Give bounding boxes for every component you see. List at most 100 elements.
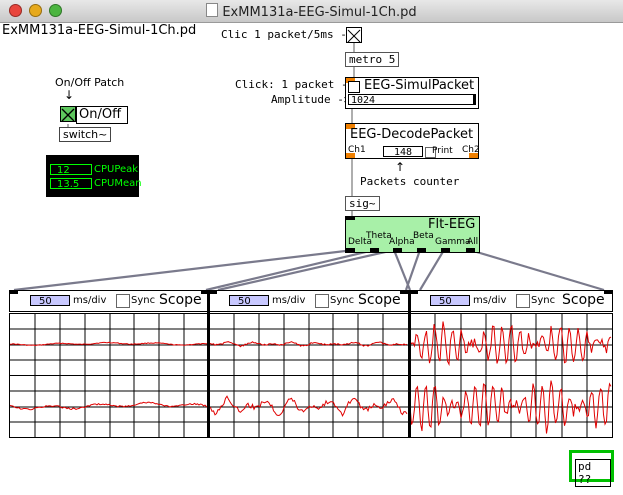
ms-div-label: ms/div (73, 295, 107, 306)
sync-toggle[interactable] (116, 294, 130, 308)
eeg-simul-packet: EEG-SimulPacket 1024 (345, 77, 479, 109)
scope-display-bottom (208, 375, 409, 438)
print-toggle[interactable] (425, 147, 436, 158)
sync-toggle[interactable] (315, 294, 329, 308)
beta-label: Beta (413, 231, 434, 241)
ms-div-value: 50 (39, 296, 52, 307)
sync-toggle[interactable] (516, 294, 530, 308)
scope-title: Scope (159, 292, 202, 308)
all-label: All (467, 237, 479, 247)
outlet-all (466, 248, 475, 252)
decode-title: EEG-DecodePacket (350, 127, 474, 142)
scope-display-top (9, 313, 210, 376)
sync-label: Sync (531, 295, 556, 306)
scope-inlet (209, 290, 217, 294)
scope-separator (408, 290, 411, 437)
amplitude-slider[interactable]: 1024 (348, 94, 474, 106)
simul-inlet (346, 78, 355, 83)
decode-outlet-2 (469, 153, 478, 158)
scope-header: 50 ms/div Sync Scope (409, 290, 613, 312)
slider-knob[interactable] (473, 94, 476, 105)
filter-to-scope-cords (13, 248, 605, 292)
ms-div-value: 50 (439, 296, 452, 307)
up-arrow-icon: ↑ (395, 160, 406, 174)
outlet-theta (370, 248, 379, 252)
scope-grid (209, 376, 408, 437)
onoff-label: On/Off (76, 106, 128, 124)
scope-grid (209, 314, 408, 375)
document-icon (206, 3, 219, 17)
sync-label: Sync (131, 295, 156, 306)
pd-subpatch-label: pd ?? (575, 459, 611, 487)
scope-separator (207, 290, 210, 437)
scope-inlet-right (400, 290, 408, 294)
switch-object[interactable]: switch~ (59, 127, 112, 142)
scope-grid (10, 376, 209, 437)
amplitude-label: Amplitude -> (271, 93, 351, 106)
metro-object[interactable]: metro 5 (345, 52, 400, 67)
sig-object[interactable]: sig~ (345, 196, 380, 211)
scope-grid (10, 314, 209, 375)
gamma-label: Gamma (435, 237, 471, 247)
x-mark-icon (61, 108, 75, 122)
decode-outlet-1 (346, 153, 355, 158)
amplitude-value: 1024 (351, 95, 376, 106)
down-arrow-icon: ↓ (64, 88, 75, 102)
ms-div-label: ms/div (272, 295, 306, 306)
outlet-beta (417, 248, 426, 252)
x-mark-icon (347, 29, 361, 43)
click-packet-label: Click: 1 packet -> (235, 78, 355, 91)
alpha-label: Alpha (389, 237, 415, 247)
scope-inlet (10, 290, 18, 294)
flt-eeg-filter: Flt-EEG Delta Theta Alpha Beta Gamma All (345, 216, 480, 253)
filter-inlet (346, 217, 355, 220)
window-title: ExMM131a-EEG-Simul-1Ch.pd (0, 3, 623, 20)
cpu-peak-label: CPUPeak (94, 164, 139, 175)
minimize-window-button[interactable] (29, 4, 42, 17)
ch2-label: Ch2 (462, 145, 480, 155)
onoff-toggle[interactable] (60, 106, 76, 122)
scope-inlet-right (201, 290, 209, 294)
packet-count-number[interactable]: 148 (383, 146, 423, 158)
packet-count-value: 148 (394, 147, 413, 158)
zoom-window-button[interactable] (49, 4, 62, 17)
ch1-label: Ch1 (348, 145, 366, 155)
scope-display-bottom (9, 375, 210, 438)
ms-div-value: 50 (238, 296, 251, 307)
scope-inlet (410, 290, 418, 294)
bang-toggle[interactable] (346, 27, 362, 43)
packet-bang-button[interactable] (348, 81, 360, 93)
eeg-decode-packet: EEG-DecodePacket Ch1 Ch2 148 Print (345, 123, 480, 159)
sync-label: Sync (330, 295, 355, 306)
ms-div-label: ms/div (473, 295, 507, 306)
scope-title: Scope (358, 292, 401, 308)
ms-div-number[interactable]: 50 (229, 295, 269, 307)
filter-title: Flt-EEG (428, 217, 476, 232)
simul-title: EEG-SimulPacket (364, 78, 475, 93)
theta-label: Theta (366, 231, 392, 241)
ms-div-number[interactable]: 50 (30, 295, 70, 307)
cpu-mean-label: CPUMean (94, 178, 142, 189)
scope-display-top (208, 313, 409, 376)
outlet-alpha (393, 248, 402, 252)
scope-display-bottom (409, 375, 613, 438)
scope-header: 50 ms/div Sync Scope (9, 290, 210, 312)
scope-grid (410, 314, 612, 375)
close-window-button[interactable] (9, 4, 22, 17)
outlet-delta (346, 248, 355, 252)
cpu-mean-value: 13.5 (50, 178, 92, 190)
delta-label: Delta (348, 237, 373, 247)
scope-title: Scope (562, 292, 605, 308)
scope-display-top (409, 313, 613, 376)
print-label: Print (432, 146, 453, 156)
title-bar (0, 0, 623, 23)
onoff-patch-label: On/Off Patch (55, 76, 125, 89)
clic-packet-label: Clic 1 packet/5ms -> (221, 28, 354, 41)
scope-header: 50 ms/div Sync Scope (208, 290, 409, 312)
cpu-peak-value: 12 (50, 164, 92, 176)
scope-inlet-right (604, 290, 612, 294)
ms-div-number[interactable]: 50 (430, 295, 470, 307)
pd-subpatch-button[interactable]: pd ?? (569, 450, 614, 487)
decode-inlet (346, 124, 355, 129)
